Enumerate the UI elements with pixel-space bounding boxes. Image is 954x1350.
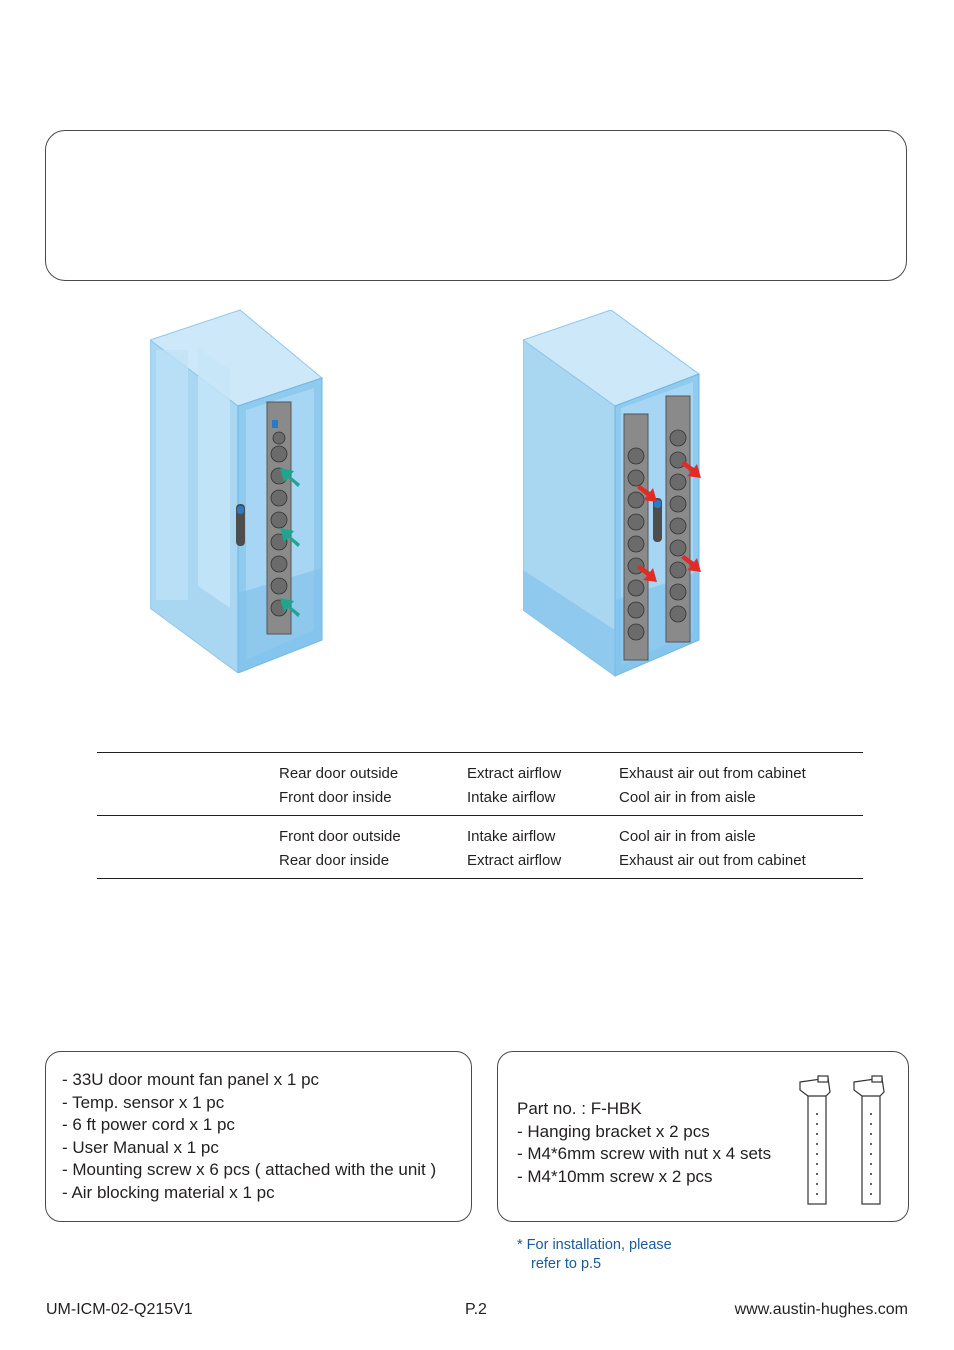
- description-cell: Cool air in from aisle: [619, 827, 756, 845]
- list-item: - Hanging bracket x 2 pcs: [517, 1121, 710, 1141]
- website-link[interactable]: www.austin-hughes.com: [734, 1301, 908, 1318]
- list-item: - M4*10mm screw x 2 pcs: [517, 1166, 713, 1186]
- installation-note: * For installation, please refer to p.5: [517, 1236, 672, 1274]
- optional-kit-list: Part no. : F-HBK - Hanging bracket x 2 p…: [517, 1098, 771, 1188]
- table-row: Front door inside Intake airflow Cool ai…: [97, 785, 863, 816]
- document-id: UM-ICM-02-Q215V1: [46, 1301, 193, 1318]
- installation-mode-table: Rear door outside Extract airflow Exhaus…: [97, 752, 863, 879]
- door-position-cell: Rear door outside: [279, 764, 399, 782]
- airflow-cell: Extract airflow: [467, 851, 562, 869]
- cabinet-extract-illustration: [523, 310, 701, 677]
- door-position-cell: Rear door inside: [279, 851, 390, 869]
- package-contents-box: - 33U door mount fan panel x 1 pc - Temp…: [45, 1051, 472, 1222]
- door-position-cell: Front door outside: [279, 827, 401, 845]
- list-item: - User Manual x 1 pc: [62, 1137, 219, 1157]
- hanging-bracket-icon: [799, 1075, 885, 1205]
- description-cell: Exhaust air out from cabinet: [619, 764, 806, 782]
- table-row: Rear door outside Extract airflow Exhaus…: [97, 753, 863, 786]
- description-cell: Cool air in from aisle: [619, 785, 863, 816]
- airflow-cell: Intake airflow: [467, 827, 556, 845]
- airflow-cell: Extract airflow: [467, 764, 562, 782]
- note-line: refer to p.5: [531, 1256, 602, 1272]
- part-number: Part no. : F-HBK: [517, 1099, 642, 1118]
- intro-box: [45, 130, 907, 281]
- table-row: Front door outside Intake airflow Cool a…: [97, 816, 863, 849]
- optional-kit-box: Part no. : F-HBK - Hanging bracket x 2 p…: [497, 1051, 909, 1222]
- airflow-cell: Intake airflow: [467, 785, 619, 816]
- door-position-cell: Front door inside: [279, 785, 467, 816]
- list-item: - Mounting screw x 6 pcs ( attached with…: [62, 1160, 437, 1180]
- cabinet-intake-illustration: [150, 309, 324, 673]
- description-cell: Exhaust air out from cabinet: [619, 851, 806, 869]
- list-item: - Air blocking material x 1 pc: [62, 1182, 275, 1202]
- table-row: Rear door inside Extract airflow Exhaust…: [97, 848, 863, 879]
- list-item: - 6 ft power cord x 1 pc: [62, 1115, 235, 1135]
- note-line: * For installation, please: [517, 1237, 672, 1253]
- page-number: P.2: [465, 1301, 487, 1318]
- package-contents-list: - 33U door mount fan panel x 1 pc - Temp…: [62, 1069, 436, 1205]
- list-item: - 33U door mount fan panel x 1 pc: [62, 1070, 320, 1089]
- list-item: - M4*6mm screw with nut x 4 sets: [517, 1144, 772, 1164]
- list-item: - Temp. sensor x 1 pc: [62, 1092, 225, 1112]
